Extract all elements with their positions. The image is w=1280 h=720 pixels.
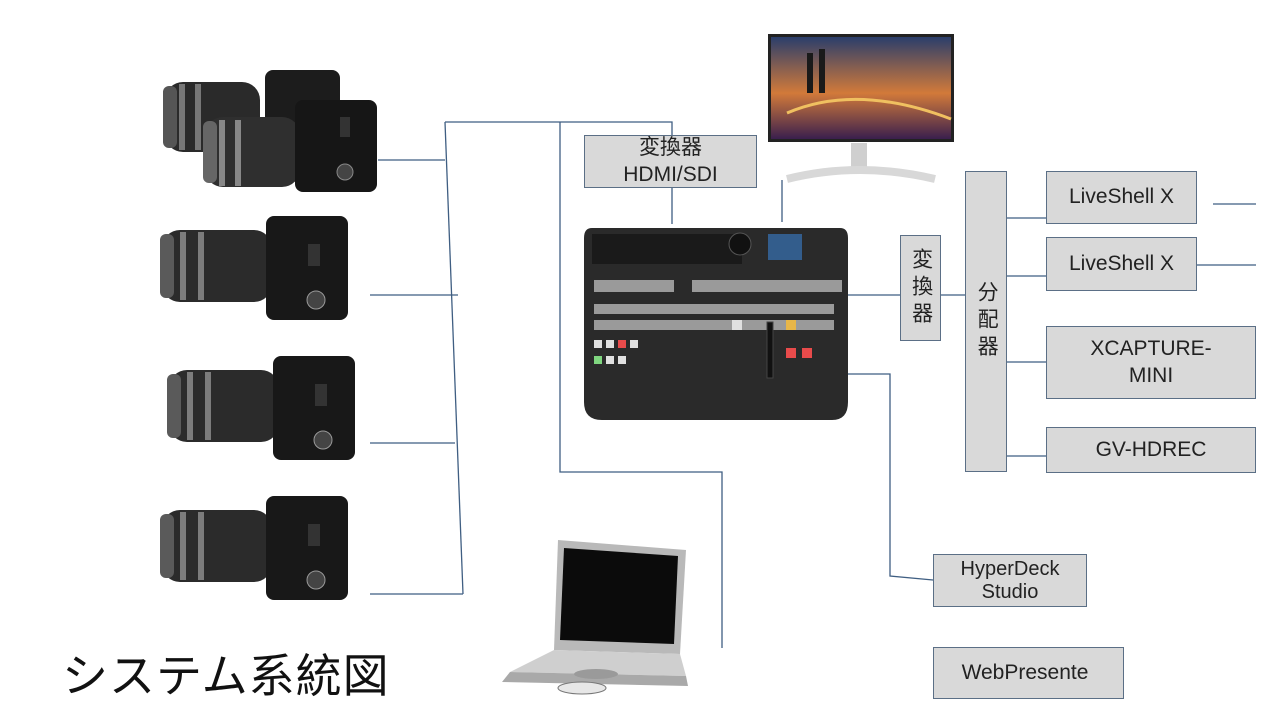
xcapture-box: XCAPTURE- MINI (1046, 326, 1256, 399)
hyperdeck-box: HyperDeck Studio (933, 554, 1087, 607)
camera-icon (160, 216, 348, 320)
xcapture-label-line1: XCAPTURE- (1090, 337, 1212, 361)
gv-hdrec-label: GV-HDREC (1095, 437, 1207, 461)
camera-icon (163, 70, 377, 192)
switcher-icon (584, 228, 848, 420)
monitor-icon (768, 34, 954, 183)
xcapture-label-line2: MINI (1128, 363, 1174, 387)
side-converter-label: 変換器 (909, 247, 933, 329)
camera-icon (160, 496, 348, 600)
side-converter-box: 変換器 (900, 235, 941, 341)
converter-label-line1: 変換器 (639, 136, 702, 160)
diagram-title: システム系統図 (62, 649, 390, 703)
converter-label-line2: HDMI/SDI (623, 162, 718, 186)
laptop-icon (502, 540, 688, 695)
liveshell-box-2: LiveShell X (1046, 237, 1197, 291)
camera-icon (167, 356, 355, 460)
hyperdeck-label-line2: Studio (981, 580, 1039, 603)
gv-hdrec-box: GV-HDREC (1046, 427, 1256, 473)
webpresenter-label: WebPresente (961, 660, 1089, 684)
liveshell-label-2: LiveShell X (1068, 251, 1175, 275)
liveshell-box-1: LiveShell X (1046, 171, 1197, 224)
hdmi-sdi-converter-box: 変換器 HDMI/SDI (584, 135, 757, 188)
webpresenter-label-tail: r (1088, 660, 1096, 684)
webpresenter-box: WebPresenter (933, 647, 1124, 699)
hyperdeck-label-line1: HyperDeck (960, 557, 1060, 580)
distributor-label: 分配器 (975, 281, 999, 362)
liveshell-label-1: LiveShell X (1068, 185, 1175, 209)
distributor-box: 分配器 (965, 171, 1007, 472)
